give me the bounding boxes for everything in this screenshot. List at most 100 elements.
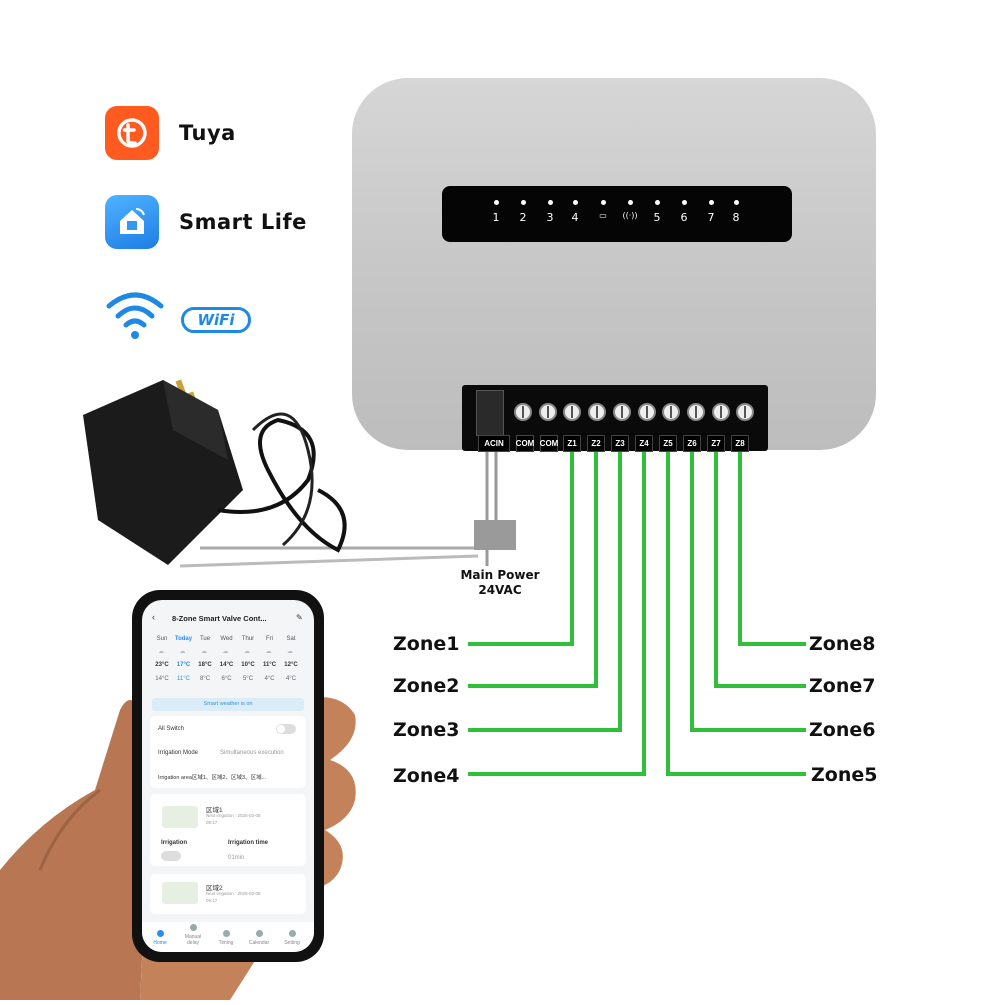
forecast-low: 6°C <box>221 676 232 682</box>
cloud-icon: ☁ <box>158 649 164 655</box>
led-signal-icon: ((·)) <box>617 192 643 220</box>
zone-wire-z6 <box>690 452 806 732</box>
tuya-label: Tuya <box>179 121 236 145</box>
bottom-nav: Home Manual delay Timing Calendar Setting <box>142 922 314 952</box>
tuya-brand: Tuya <box>105 106 236 160</box>
forecast-low: 4°C <box>285 676 297 682</box>
terminal-label-z8: Z8 <box>731 435 749 452</box>
tuya-icon <box>105 106 159 160</box>
main-power-label: Main Power 24VAC <box>440 568 560 598</box>
zone-wire-z5 <box>666 452 806 776</box>
led-2: 2 <box>510 192 536 224</box>
wifi-icon <box>105 290 165 347</box>
nav-icon <box>189 924 197 931</box>
irrigation-time-label: Irrigation time <box>228 840 269 846</box>
forecast-day: Fri <box>266 636 273 642</box>
forecast-high: 14°C <box>219 662 234 668</box>
zone1-label: Zone1 <box>393 633 460 655</box>
zone2-label: Zone2 <box>393 675 460 697</box>
nav-icon <box>255 930 263 937</box>
zone1-next: Next irrigation : 2025-03-08 <box>206 813 261 818</box>
led-1: 1 <box>483 192 509 224</box>
forecast-high: 23°C <box>155 662 169 668</box>
cloud-icon: ☁ <box>287 649 293 655</box>
cloud-icon: ☁ <box>244 649 250 655</box>
forecast-high: 18°C <box>198 662 212 668</box>
forecast-day: Tue <box>199 636 211 642</box>
forecast-day: Today <box>174 636 193 642</box>
terminal-screw <box>637 403 656 421</box>
led-7: 7 <box>698 192 724 224</box>
terminal-screw <box>588 403 607 421</box>
led-battery-icon: ▭ <box>590 192 616 220</box>
edit-icon[interactable]: ✎ <box>296 613 303 622</box>
power-adapter <box>78 370 358 575</box>
irrigation-area[interactable]: Irrigation area区域1、区域2、区域3、区域... <box>158 775 267 781</box>
all-switch-toggle[interactable] <box>276 724 296 734</box>
nav-calendar[interactable]: Calendar <box>245 930 273 946</box>
led-3: 3 <box>537 192 563 224</box>
zone5-label: Zone5 <box>811 764 878 786</box>
smart-life-label: Smart Life <box>179 210 307 234</box>
zone1-name: 区域1 <box>206 807 223 814</box>
cloud-icon: ☁ <box>201 649 207 655</box>
nav-timing[interactable]: Timing <box>212 930 240 946</box>
terminal-screw <box>662 403 681 421</box>
nav-icon <box>222 930 230 937</box>
zone2-time: 09:17 <box>206 898 218 903</box>
irrigation-mode-label: Irrigation Mode <box>158 750 199 756</box>
forecast-high: 11°C <box>262 662 277 668</box>
terminal-label-z4: Z4 <box>635 435 653 452</box>
zone8-label: Zone8 <box>809 633 876 655</box>
nav-icon <box>156 930 164 937</box>
main-power-line1: Main Power <box>460 568 540 582</box>
back-icon[interactable]: ‹ <box>152 612 155 622</box>
forecast-high: 12°C <box>284 662 298 668</box>
irrigation-time-value: 01min <box>228 855 245 861</box>
sprinkler-image <box>162 882 198 904</box>
terminal-label-com: COM <box>540 435 558 452</box>
zone-wire-z1 <box>468 452 574 646</box>
main-power-line2: 24VAC <box>478 583 522 597</box>
signal-icon: ((·)) <box>622 211 638 220</box>
terminal-label-z1: Z1 <box>563 435 581 452</box>
terminal-label-acin: ACIN <box>478 435 510 452</box>
terminal-label-z7: Z7 <box>707 435 725 452</box>
nav-setting[interactable]: Setting <box>278 930 306 946</box>
led-6: 6 <box>671 192 697 224</box>
smart-life-brand: Smart Life <box>105 195 307 249</box>
zone1-time: 09:17 <box>206 820 218 825</box>
terminal-screw <box>736 403 755 421</box>
smart-weather-banner[interactable]: Smart weather is on <box>152 698 304 711</box>
zone-wire-z2 <box>468 452 598 688</box>
terminal-screw <box>563 403 582 421</box>
zone2-next: Next irrigation : 2025-03-08 <box>206 891 261 896</box>
nav-manual-delay[interactable]: Manual delay <box>179 924 207 946</box>
led-5: 5 <box>644 192 670 224</box>
led-4: 4 <box>562 192 588 224</box>
terminal-screw <box>711 403 730 421</box>
led-panel <box>442 186 792 242</box>
terminal-screw <box>612 403 631 421</box>
nav-home[interactable]: Home <box>146 930 174 946</box>
forecast-high: 17°C <box>176 662 191 668</box>
nav-icon <box>288 930 296 937</box>
forecast-low: 5°C <box>242 676 254 682</box>
battery-icon: ▭ <box>599 211 607 220</box>
zone2-name: 区域2 <box>206 885 223 892</box>
forecast-low: 11°C <box>177 676 190 682</box>
sprinkler-image <box>162 806 198 828</box>
led-8: 8 <box>723 192 749 224</box>
forecast-high: 10°C <box>241 662 255 668</box>
power-connector <box>474 520 516 550</box>
zone-wire-z7 <box>714 452 806 688</box>
zone-wire-z8 <box>738 452 806 646</box>
forecast-low: 4°C <box>264 676 275 682</box>
zone7-label: Zone7 <box>809 675 876 697</box>
cloud-icon: ☁ <box>222 649 229 655</box>
forecast-low: 8°C <box>199 676 211 682</box>
terminal-label-z5: Z5 <box>659 435 677 452</box>
irrigation-mode-value[interactable]: Simultaneous execution <box>220 750 284 756</box>
zone1-toggle[interactable] <box>161 851 181 861</box>
